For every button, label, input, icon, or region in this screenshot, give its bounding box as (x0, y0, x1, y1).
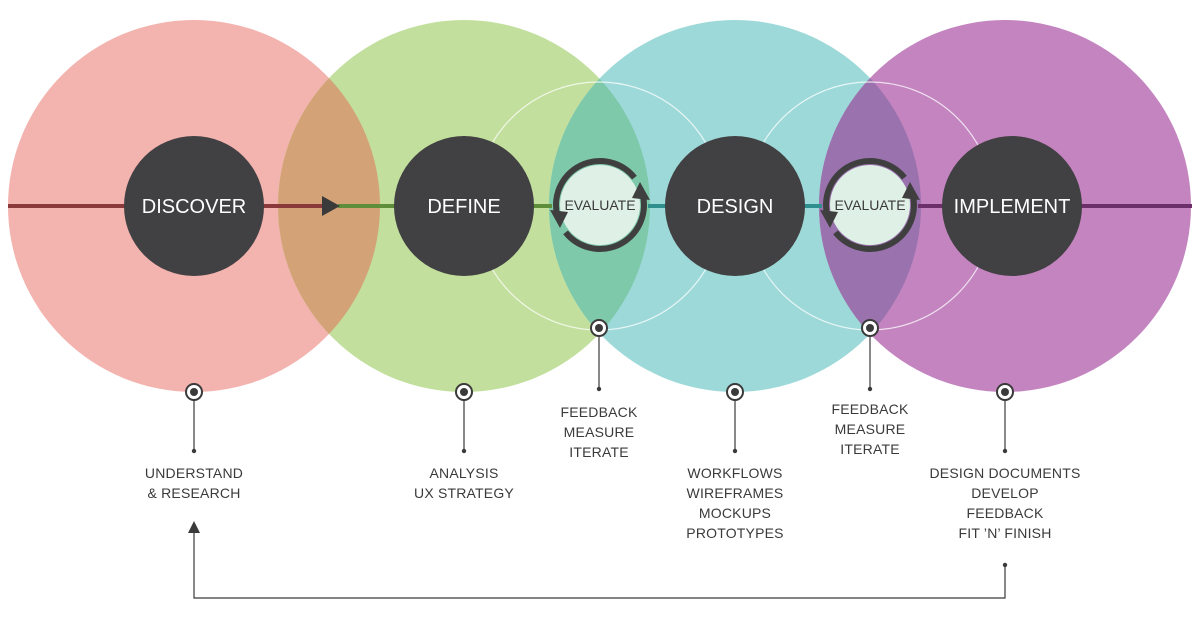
note-line: FIT ’N’ FINISH (958, 525, 1051, 541)
cycle-arrow-icon (632, 182, 650, 200)
marker-define (455, 383, 473, 454)
note-line: FEEDBACK (966, 505, 1044, 521)
marker-implement (996, 383, 1014, 454)
notes-define: ANALYSIS UX STRATEGY (414, 465, 514, 501)
note-line: WIREFRAMES (687, 485, 784, 501)
phase-label-design: DESIGN (697, 196, 774, 218)
note-line: PROTOTYPES (686, 525, 783, 541)
cycle-arrow-icon (550, 210, 568, 228)
phase-node-define (394, 136, 534, 276)
return-loop (188, 521, 1008, 599)
notes-evaluate-2: FEEDBACK MEASURE ITERATE (831, 401, 909, 457)
return-arrow-icon (188, 521, 200, 533)
note-line: MOCKUPS (699, 505, 771, 521)
note-line: FEEDBACK (560, 404, 638, 420)
note-line: ANALYSIS (429, 465, 498, 481)
note-line: DESIGN DOCUMENTS (930, 465, 1081, 481)
phase-label-implement: IMPLEMENT (954, 196, 1071, 218)
note-line: ITERATE (569, 444, 628, 460)
notes-design: WORKFLOWS WIREFRAMES MOCKUPS PROTOTYPES (686, 465, 783, 541)
phase-node-implement (942, 136, 1082, 276)
marker-evaluate-1 (590, 319, 608, 392)
marker-design (726, 383, 744, 454)
note-line: UNDERSTAND (145, 465, 243, 481)
note-line: MEASURE (564, 424, 635, 440)
phase-node-discover (124, 136, 264, 276)
cycle-arrow-icon (820, 210, 838, 228)
note-line: DEVELOP (971, 485, 1039, 501)
evaluate-label-1: EVALUATE (564, 197, 635, 213)
marker-evaluate-2 (861, 319, 879, 392)
note-line: ITERATE (840, 441, 899, 457)
phase-label-define: DEFINE (427, 196, 500, 218)
note-line: MEASURE (835, 421, 906, 437)
cycle-arrow-icon (902, 182, 920, 200)
note-line: FEEDBACK (831, 401, 909, 417)
note-line: & RESEARCH (147, 485, 240, 501)
notes-implement: DESIGN DOCUMENTS DEVELOP FEEDBACK FIT ’N… (930, 465, 1081, 541)
notes-evaluate-1: FEEDBACK MEASURE ITERATE (560, 404, 638, 460)
flow-arrow-icon (322, 196, 340, 216)
evaluate-label-2: EVALUATE (834, 197, 905, 213)
evaluate-node-1: EVALUATE (550, 158, 650, 252)
phase-node-design (665, 136, 805, 276)
evaluate-node-2: EVALUATE (820, 158, 920, 252)
marker-discover (185, 383, 203, 454)
phase-label-discover: DISCOVER (142, 196, 246, 218)
note-line: UX STRATEGY (414, 485, 514, 501)
notes-discover: UNDERSTAND & RESEARCH (145, 465, 243, 501)
note-line: WORKFLOWS (687, 465, 782, 481)
